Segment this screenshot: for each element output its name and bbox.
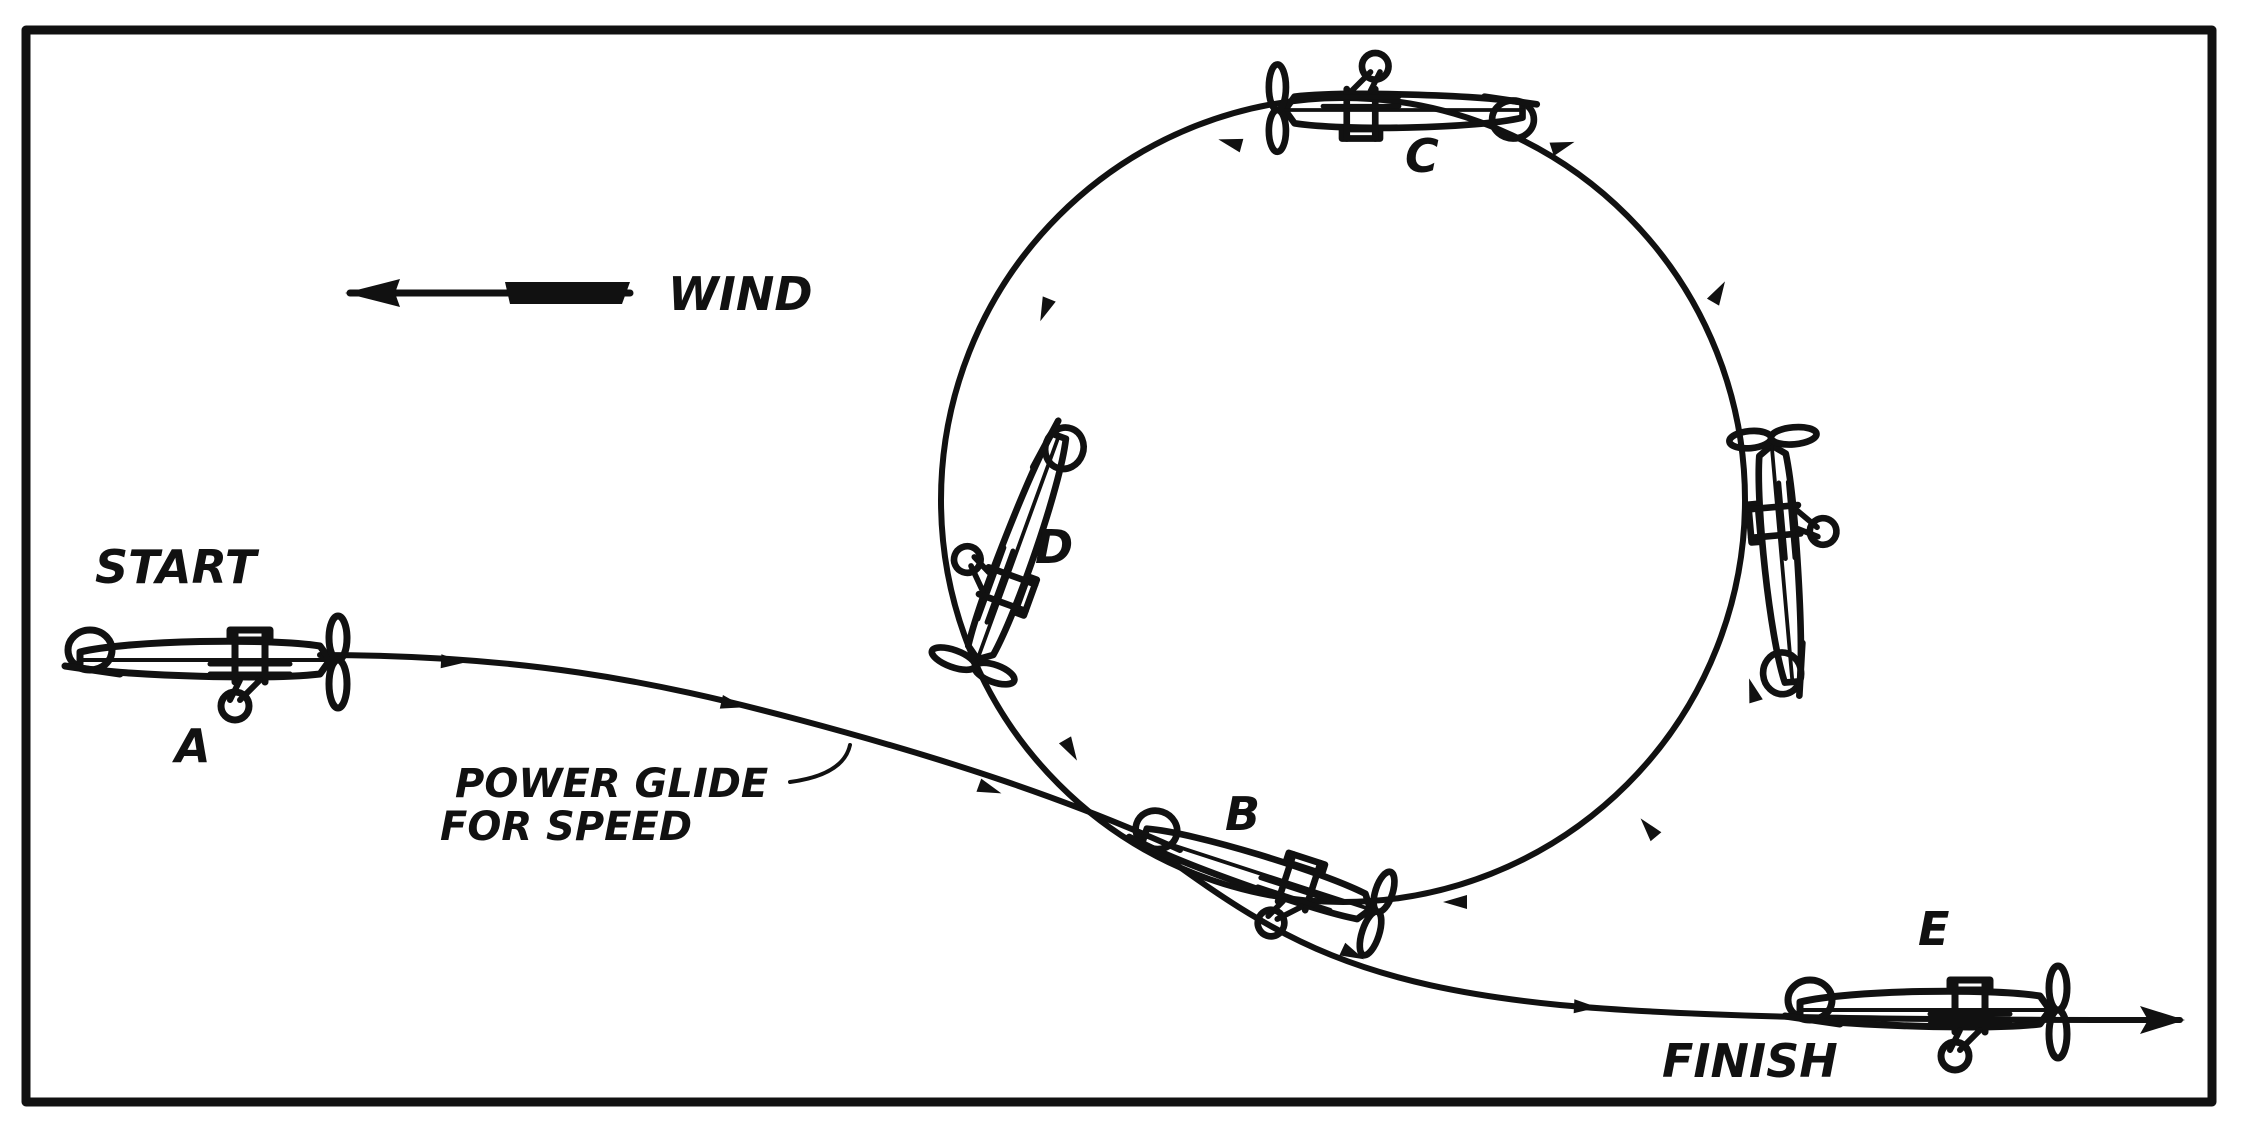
- finish-arrow-icon: [2140, 1006, 2185, 1034]
- power-glide-leader: [788, 743, 852, 784]
- point-c-label: C: [1405, 129, 1439, 183]
- biplane-icon-a: [65, 616, 347, 720]
- direction-arrow-icon: [1033, 296, 1056, 324]
- direction-arrow-icon: [1706, 277, 1732, 306]
- finish-label: FINISH: [1662, 1034, 1838, 1088]
- power-glide-label-line2: FOR SPEED: [440, 804, 692, 850]
- direction-arrow-icon: [1216, 132, 1244, 153]
- point-e-label: E: [1918, 902, 1949, 956]
- direction-arrow-icon: [1058, 736, 1084, 765]
- wind-arrow-icon: [345, 279, 634, 307]
- wind-label: WIND: [668, 267, 813, 321]
- point-b-label: B: [1225, 787, 1260, 841]
- diagram-frame: [21, 25, 2217, 1107]
- flight-path-entry: [317, 652, 1183, 853]
- power-glide-label-line1: POWER GLIDE: [455, 761, 768, 807]
- start-label: START: [95, 540, 260, 594]
- direction-arrow-icon: [1573, 999, 1599, 1015]
- point-a-label: A: [172, 719, 211, 773]
- flight-path-loop: [938, 95, 1748, 905]
- point-d-label: D: [1035, 520, 1073, 574]
- direction-arrow-icon: [1635, 813, 1662, 842]
- direction-arrow-icon: [1742, 676, 1763, 704]
- direction-arrow-icon: [1549, 135, 1577, 156]
- biplane-icon-right: [1729, 424, 1851, 699]
- direction-arrow-icon: [1443, 895, 1467, 909]
